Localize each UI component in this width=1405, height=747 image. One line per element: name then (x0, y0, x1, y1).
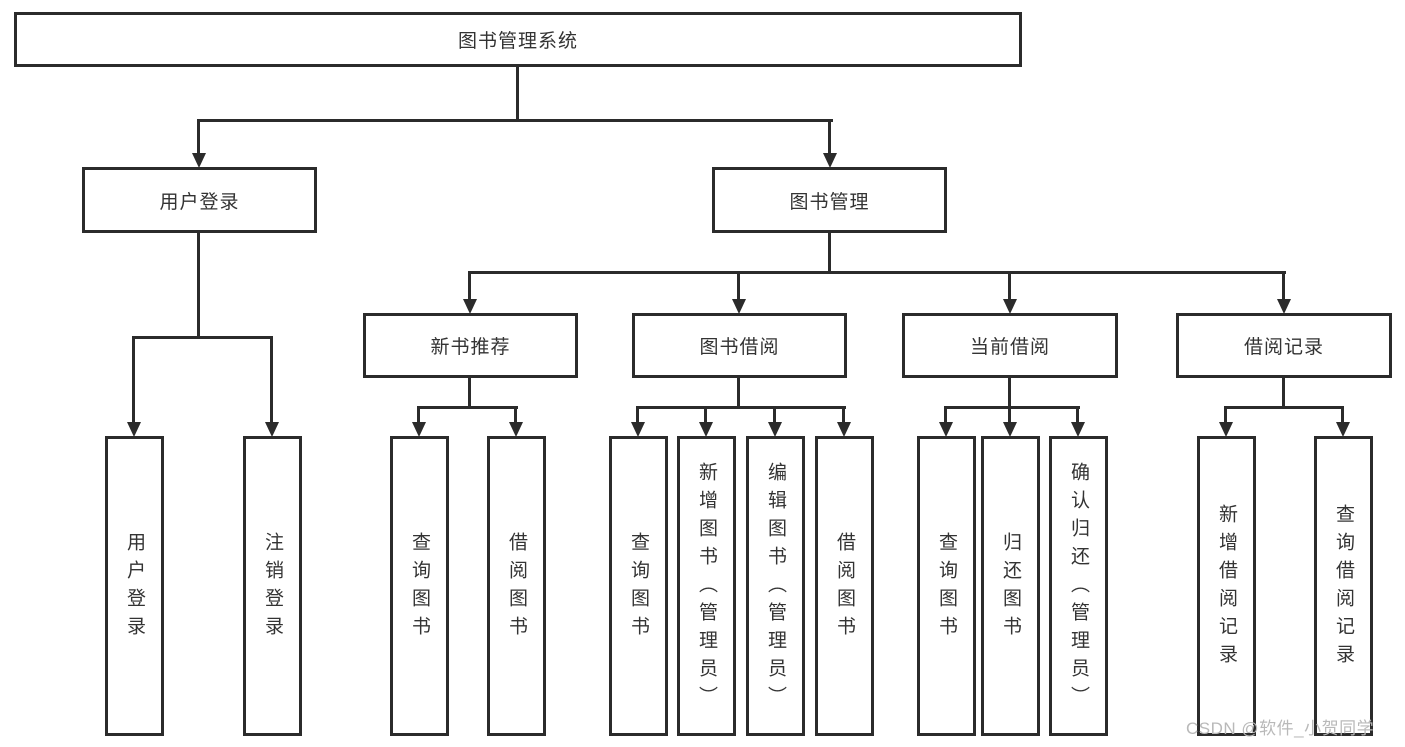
arrow-down-icon (1003, 299, 1017, 314)
leaf-return-books: 归还图书 (981, 436, 1040, 736)
arrow-down-icon (192, 153, 206, 168)
leaf-user-login: 用户登录 (105, 436, 164, 736)
connector-line (636, 406, 846, 409)
connector-line (704, 406, 707, 425)
node-borrow-records: 借阅记录 (1176, 313, 1392, 378)
leaf-add-books-admin: 新增图书（管理员） (677, 436, 736, 736)
arrow-down-icon (823, 153, 837, 168)
leaf-query-books-borrow: 查询图书 (609, 436, 668, 736)
connector-line (514, 406, 517, 425)
connector-line (737, 376, 740, 409)
leaf-edit-books-admin: 编辑图书（管理员） (746, 436, 805, 736)
connector-line (1282, 376, 1285, 409)
arrow-down-icon (1219, 422, 1233, 437)
connector-line (417, 406, 420, 425)
connector-line (1008, 406, 1011, 425)
leaf-query-books-newbook: 查询图书 (390, 436, 449, 736)
arrow-down-icon (463, 299, 477, 314)
connector-line (828, 231, 831, 274)
node-book-borrow: 图书借阅 (632, 313, 847, 378)
arrow-down-icon (1277, 299, 1291, 314)
arrow-down-icon (631, 422, 645, 437)
node-root: 图书管理系统 (14, 12, 1022, 67)
arrow-down-icon (1003, 422, 1017, 437)
node-user-login: 用户登录 (82, 167, 317, 233)
node-current-borrow: 当前借阅 (902, 313, 1118, 378)
connector-line (1076, 406, 1079, 425)
connector-line (944, 406, 1080, 409)
arrow-down-icon (837, 422, 851, 437)
connector-line (1008, 376, 1011, 409)
leaf-query-borrow-record: 查询借阅记录 (1314, 436, 1373, 736)
arrow-down-icon (939, 422, 953, 437)
leaf-borrow-books: 借阅图书 (815, 436, 874, 736)
arrow-down-icon (509, 422, 523, 437)
arrow-down-icon (1071, 422, 1085, 437)
connector-line (1282, 271, 1285, 301)
arrow-down-icon (1336, 422, 1350, 437)
connector-line (417, 406, 518, 409)
arrow-down-icon (732, 299, 746, 314)
connector-line (828, 119, 831, 156)
connector-line (944, 406, 947, 425)
connector-line (197, 119, 833, 122)
connector-line (1224, 406, 1227, 425)
connector-line (636, 406, 639, 425)
leaf-add-borrow-record: 新增借阅记录 (1197, 436, 1256, 736)
connector-line (1008, 271, 1011, 301)
connector-line (270, 336, 273, 424)
arrow-down-icon (412, 422, 426, 437)
connector-line (1341, 406, 1344, 425)
connector-line (197, 231, 200, 339)
arrow-down-icon (768, 422, 782, 437)
leaf-logout: 注销登录 (243, 436, 302, 736)
leaf-borrow-books-newbook: 借阅图书 (487, 436, 546, 736)
connector-line (1224, 406, 1344, 409)
node-new-book-recommend: 新书推荐 (363, 313, 578, 378)
arrow-down-icon (699, 422, 713, 437)
connector-line (516, 66, 519, 122)
connector-line (132, 336, 135, 424)
csdn-watermark: CSDN @软件_小贺同学 (1186, 719, 1375, 738)
connector-line (468, 271, 1286, 274)
connector-line (468, 271, 471, 301)
arrow-down-icon (265, 422, 279, 437)
connector-line (737, 271, 740, 301)
node-book-management: 图书管理 (712, 167, 947, 233)
connector-line (468, 376, 471, 409)
connector-line (197, 119, 200, 156)
connector-line (773, 406, 776, 425)
connector-line (132, 336, 273, 339)
arrow-down-icon (127, 422, 141, 437)
leaf-confirm-return-admin: 确认归还（管理员） (1049, 436, 1108, 736)
connector-line (842, 406, 845, 425)
leaf-query-books-current: 查询图书 (917, 436, 976, 736)
